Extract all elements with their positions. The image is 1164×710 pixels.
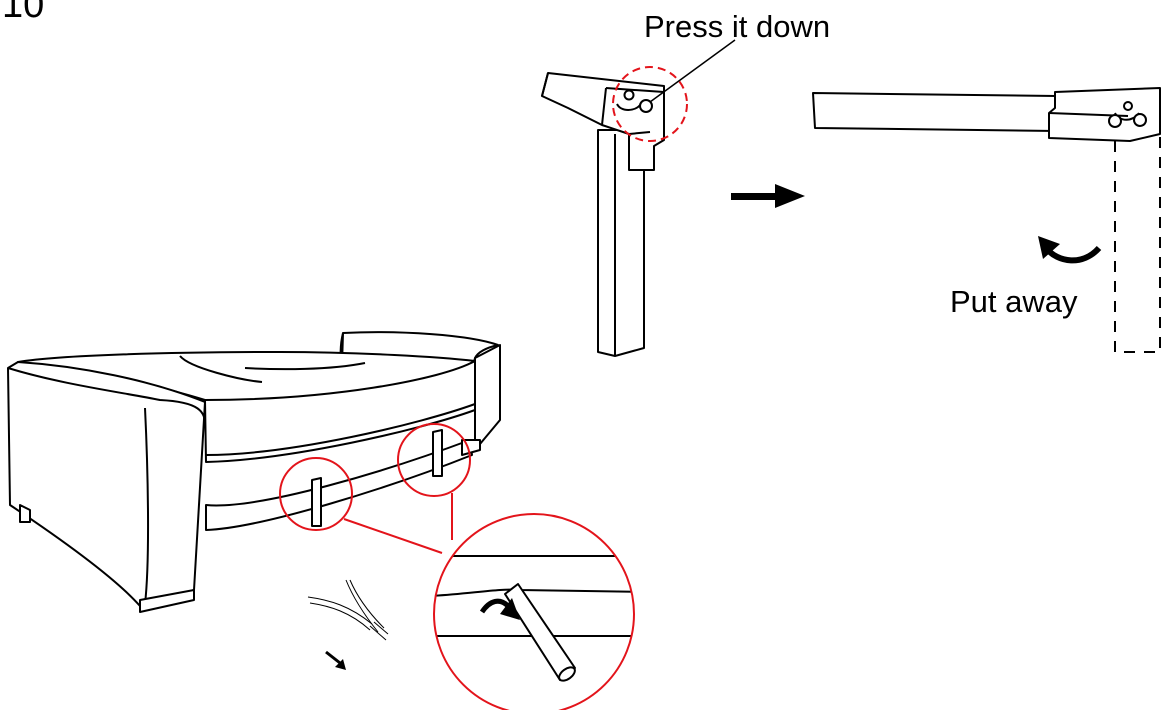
put-away-label: Put away bbox=[950, 284, 1078, 319]
leg-upright bbox=[541, 72, 665, 357]
press-point-dashed-circle bbox=[612, 66, 688, 142]
release-button-icon bbox=[1108, 101, 1147, 128]
leg-highlight-circle bbox=[279, 457, 353, 531]
rotate-curved-arrow-icon bbox=[479, 598, 520, 620]
press-leader-line bbox=[649, 39, 736, 103]
leg-folded bbox=[812, 87, 1161, 142]
sofa-bed bbox=[7, 331, 501, 613]
small-arrow-icon bbox=[325, 650, 346, 670]
step-number: 10 bbox=[2, 0, 45, 26]
fold-curved-arrow-icon bbox=[1038, 236, 1102, 264]
leg-highlight-circle bbox=[397, 423, 471, 497]
zoom-circle bbox=[433, 513, 635, 710]
hand-motion-sketch bbox=[307, 579, 389, 641]
zoom-detail bbox=[434, 555, 634, 682]
press-label: Press it down bbox=[644, 9, 831, 44]
release-button-icon bbox=[616, 89, 653, 113]
right-arrow-icon bbox=[731, 184, 805, 208]
stowed-leg-outline bbox=[1114, 134, 1161, 353]
zoom-connector-line bbox=[343, 518, 443, 554]
